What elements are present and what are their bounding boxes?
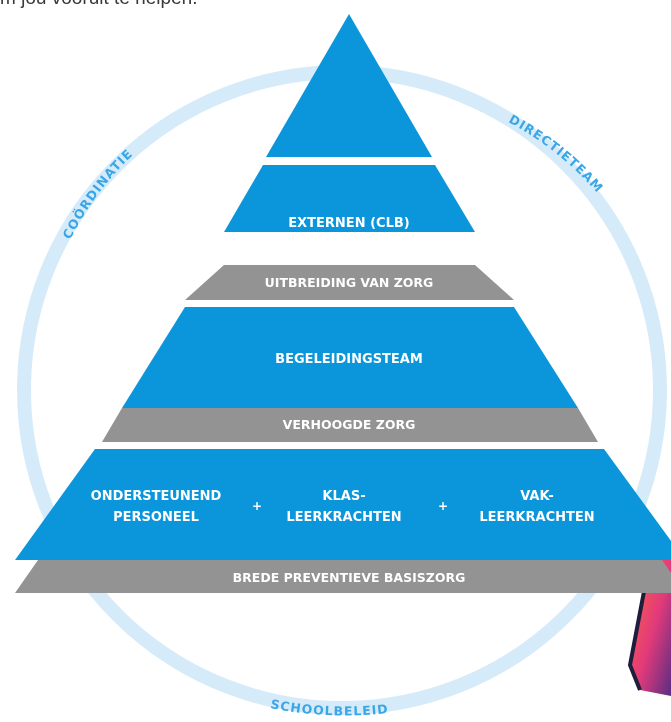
- band-verhoogde: [102, 408, 598, 442]
- label-vak-1: VAK-: [520, 489, 554, 504]
- pyramid-tier-externen: [224, 165, 475, 232]
- band-basiszorg: [15, 560, 671, 593]
- label-basiszorg: BREDE PREVENTIEVE BASISZORG: [233, 570, 466, 585]
- band-uitbreiding: [185, 265, 514, 300]
- label-externen: EXTERNEN (CLB): [288, 216, 409, 231]
- label-klas-1: KLAS-: [322, 489, 365, 504]
- label-vak-2: LEERKRACHTEN: [479, 510, 594, 525]
- ring-label-schoolbeleid: SCHOOLBELEID: [269, 696, 389, 718]
- label-klas-2: LEERKRACHTEN: [286, 510, 401, 525]
- device-edge: [627, 559, 652, 691]
- plus-sign-1: +: [252, 499, 262, 513]
- label-ondersteunend-2: PERSONEEL: [113, 510, 199, 525]
- label-uitbreiding: UITBREIDING VAN ZORG: [265, 275, 434, 290]
- pyramid-top-tier: [266, 14, 432, 157]
- label-ondersteunend-1: ONDERSTEUNEND: [91, 489, 222, 504]
- intro-text: m jou vooruit te helpen.: [0, 0, 198, 10]
- plus-sign-2: +: [438, 499, 448, 513]
- pyramid-tier-begeleiding: [122, 307, 578, 408]
- ring-label-coordinatie: COÖRDINATIE: [59, 146, 135, 242]
- label-begeleidingsteam: BEGELEIDINGSTEAM: [275, 352, 423, 367]
- pyramid-tier-basis: [15, 449, 671, 560]
- ring-label-directieteam: DIRECTIETEAM: [507, 111, 607, 195]
- label-verhoogde: VERHOOGDE ZORG: [283, 417, 416, 432]
